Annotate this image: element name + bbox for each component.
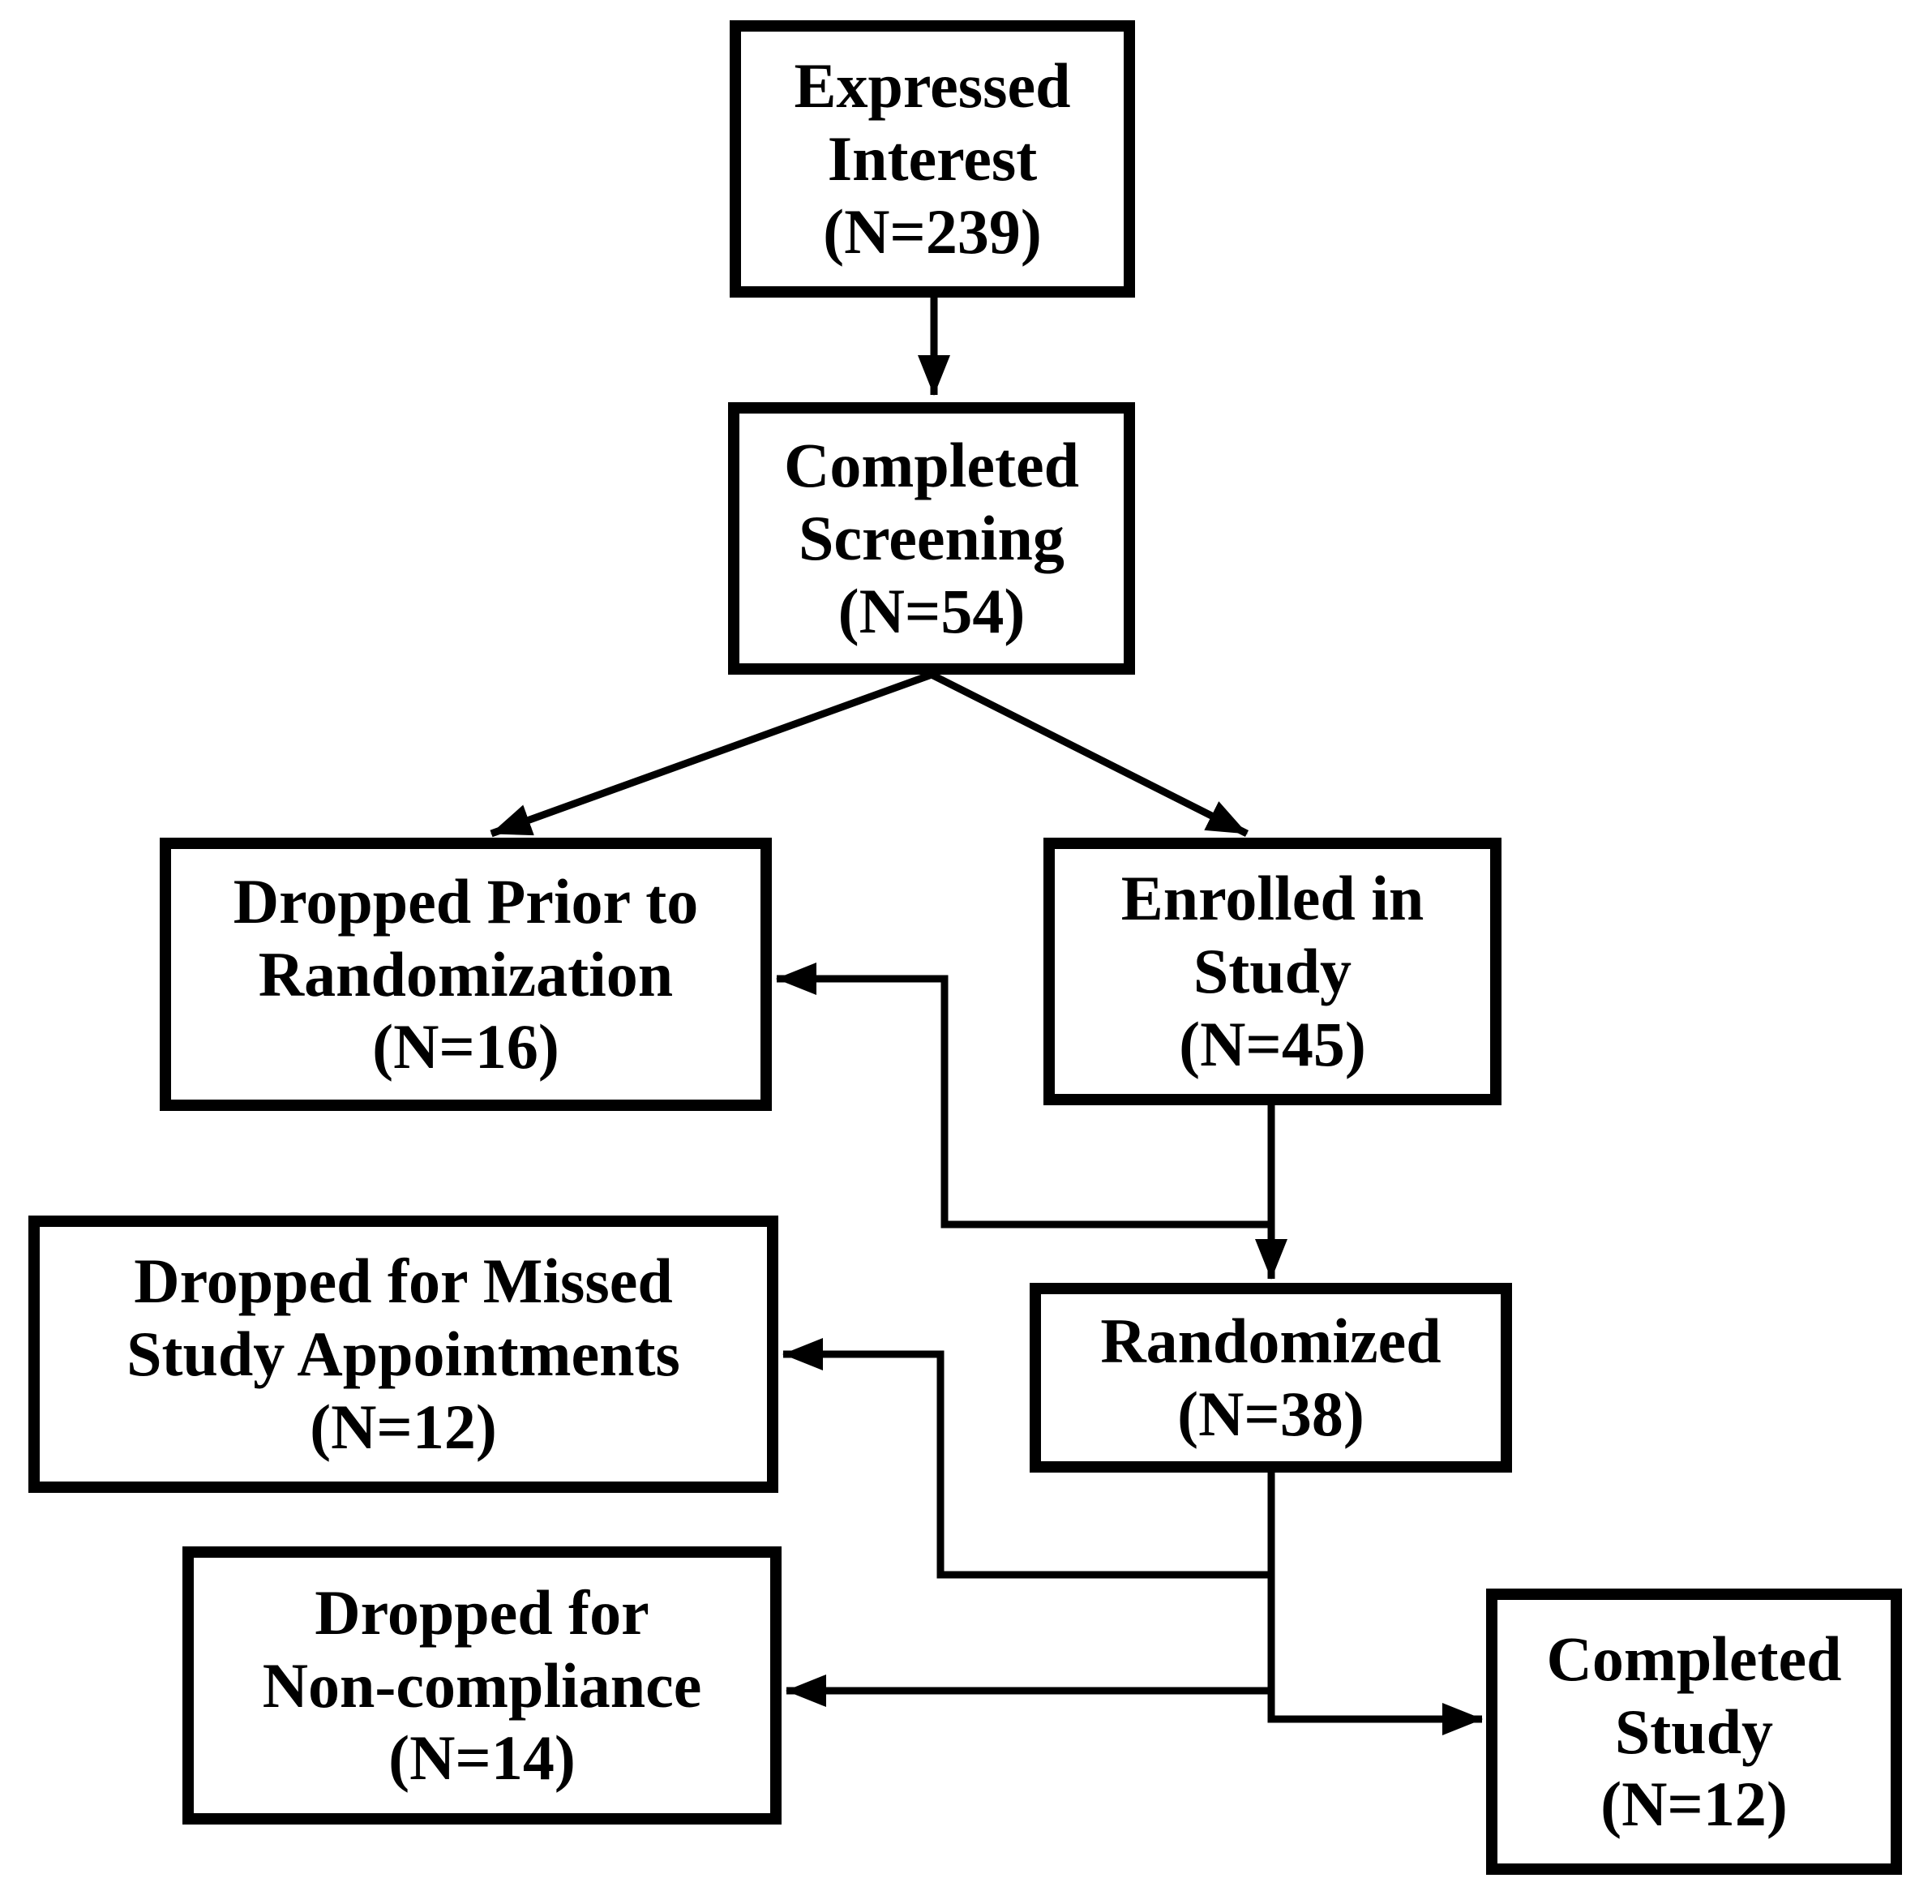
node-dropped-prior-randomization: Dropped Prior to Randomization (N=16) (160, 838, 772, 1111)
node-dropped-missed-appointments: Dropped for Missed Study Appointments (N… (28, 1216, 778, 1493)
node-expressed-interest: Expressed Interest (N=239) (730, 20, 1135, 298)
node-dropped-noncompliance: Dropped for Non-compliance (N=14) (182, 1546, 782, 1825)
node-dropped-prior-randomization-label: Dropped Prior to Randomization (N=16) (233, 865, 699, 1083)
node-completed-study: Completed Study (N=12) (1486, 1589, 1902, 1875)
connector-screening-to-dropped-prior (490, 671, 933, 838)
node-randomized-label: Randomized (N=38) (1100, 1306, 1442, 1449)
node-completed-screening-label: Completed Screening (N=54) (784, 430, 1079, 646)
node-dropped-missed-appointments-label: Dropped for Missed Study Appointments (N… (126, 1246, 680, 1462)
node-enrolled-in-study-label: Enrolled in Study (N=45) (1120, 863, 1424, 1079)
connector-screening-to-enrolled (929, 671, 1249, 838)
node-completed-study-label: Completed Study (N=12) (1546, 1623, 1842, 1840)
connector-randomized-to-completed-study (1267, 1473, 1483, 1735)
node-completed-screening: Completed Screening (N=54) (728, 402, 1135, 675)
connector-elbow-to-dropped-prior (776, 963, 1271, 1229)
node-expressed-interest-label: Expressed Interest (N=239) (794, 50, 1071, 267)
node-enrolled-in-study: Enrolled in Study (N=45) (1043, 838, 1501, 1105)
connector-elbow-to-dropped-missed (782, 1338, 1271, 1579)
node-randomized: Randomized (N=38) (1030, 1283, 1512, 1473)
node-dropped-noncompliance-label: Dropped for Non-compliance (N=14) (262, 1576, 702, 1794)
